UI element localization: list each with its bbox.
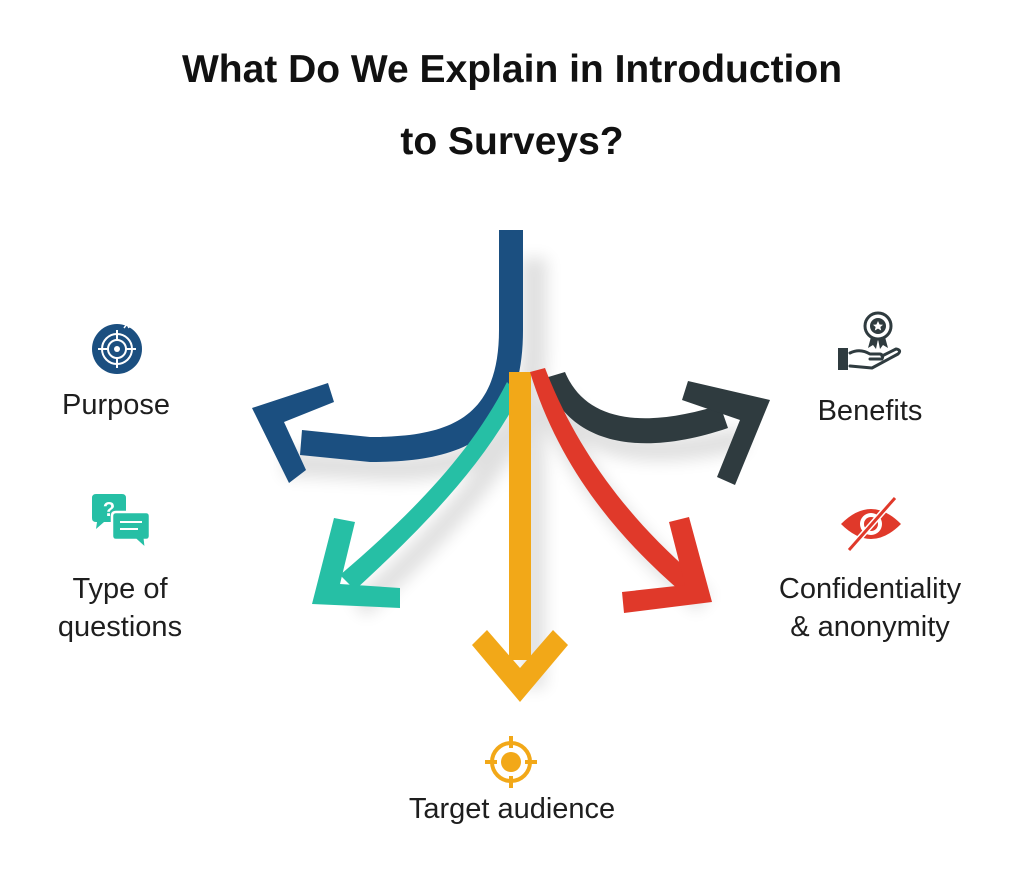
- award-hand-icon: [838, 311, 902, 370]
- arrow-purpose: [252, 230, 523, 483]
- eye-slash-icon: [841, 496, 901, 552]
- title-line-1: What Do We Explain in Introduction: [181, 48, 843, 91]
- label-benefits: Benefits: [790, 392, 950, 430]
- arrow-purpose-shaft: [300, 230, 523, 462]
- label-target-audience: Target audience: [380, 790, 644, 828]
- arrow-type-of-questions-head: [312, 518, 400, 608]
- question-chat-icon: ?: [92, 494, 152, 552]
- label-purpose: Purpose: [40, 386, 192, 424]
- arrow-target-audience: [472, 372, 568, 702]
- label-type-of-questions-line-1: Type of: [72, 573, 168, 605]
- arrow-target-audience-shaft: [509, 372, 531, 660]
- label-purpose-line: Purpose: [61, 389, 170, 421]
- label-confidentiality: Confidentiality & anonymity: [750, 570, 990, 646]
- label-confidentiality-line-1: Confidentiality: [778, 573, 962, 605]
- arrow-benefits-head: [682, 381, 770, 485]
- page-title: What Do We Explain in Introduction to Su…: [0, 34, 1024, 178]
- label-confidentiality-line-2: & anonymity: [790, 611, 950, 643]
- arrow-confidentiality-head: [622, 517, 712, 613]
- label-target-audience-line: Target audience: [408, 793, 616, 825]
- arrow-target-audience-head: [472, 630, 568, 702]
- arrow-type-of-questions: [312, 382, 520, 608]
- title-line-2: to Surveys?: [400, 120, 624, 163]
- arrow-confidentiality: [530, 368, 712, 613]
- arrow-type-of-questions-shaft: [340, 382, 520, 590]
- crosshair-icon: [485, 736, 537, 788]
- arrow-benefits: [545, 372, 770, 485]
- arrow-purpose-head: [252, 383, 334, 483]
- label-type-of-questions: Type of questions: [40, 570, 200, 646]
- label-type-of-questions-line-2: questions: [57, 611, 183, 643]
- label-benefits-line: Benefits: [817, 395, 923, 427]
- target-icon: [92, 322, 142, 374]
- arrow-confidentiality-shaft: [530, 368, 700, 596]
- arrow-benefits-shaft: [545, 372, 728, 444]
